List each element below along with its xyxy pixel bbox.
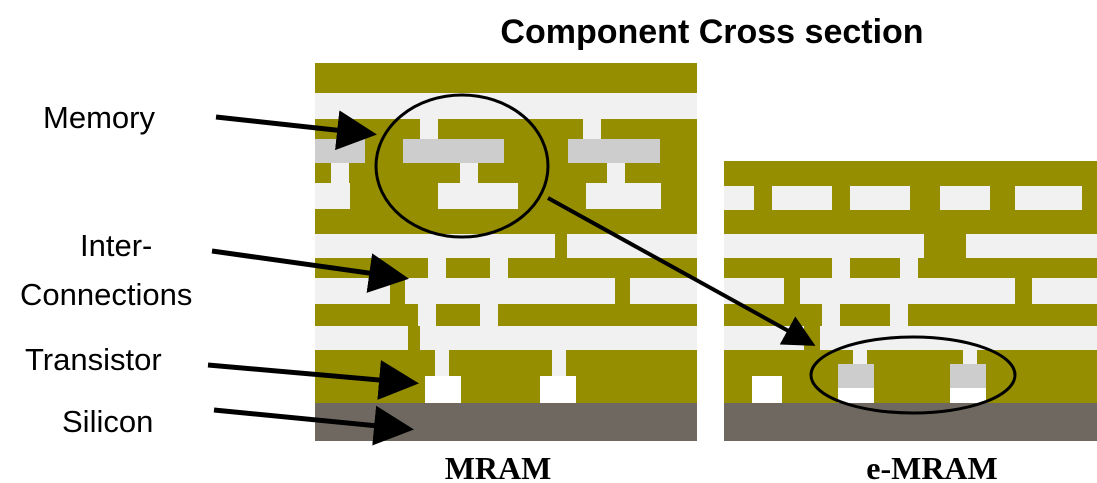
emram-interconnect (724, 326, 804, 350)
mram-via (418, 304, 436, 326)
interconnections-label-line2: Connections (20, 277, 192, 312)
emram-caption: e-MRAM (866, 450, 997, 483)
emram-interconnect (800, 278, 1015, 304)
mram-interconnect (315, 326, 408, 350)
silicon-label: Silicon (62, 404, 153, 439)
mram-via (490, 258, 508, 278)
mram-caption: MRAM (445, 450, 552, 483)
mram-transistor (425, 376, 461, 403)
emram-via (822, 304, 840, 326)
memory-highlight-ellipse (374, 93, 550, 239)
mram-via (331, 163, 349, 183)
mram-memory-cell (403, 139, 504, 163)
mram-via (552, 350, 566, 376)
emram-transistor (752, 376, 782, 403)
mram-interconnect (510, 326, 697, 350)
emram-via (890, 304, 908, 326)
emram-via (963, 350, 977, 364)
memory-to-emram-arrow (547, 196, 816, 346)
mram-via (583, 119, 601, 139)
emram-metal-pad (1015, 186, 1082, 210)
mram-via (607, 163, 625, 183)
emram-memory-cell (950, 364, 986, 388)
emram-silicon (724, 403, 1097, 441)
emram-via (832, 258, 850, 278)
emram-interconnect (724, 234, 924, 258)
emram-memory-cell (838, 364, 874, 388)
silicon-arrow (213, 405, 414, 446)
emram-interconnect (966, 234, 1097, 258)
mram-via (435, 350, 449, 376)
emram-transistor (838, 388, 874, 403)
mram-interconnect (315, 278, 390, 304)
transistor-label: Transistor (25, 342, 162, 377)
emram-metal-pad (940, 186, 990, 210)
emram-metal-pad (850, 186, 910, 210)
mram-memory-cell (568, 139, 660, 163)
mram-interconnect (420, 326, 522, 350)
emram-metal-pad (772, 186, 832, 210)
diagram-title: Component Cross section (500, 13, 923, 51)
emram-panel (724, 161, 1097, 441)
emram-via (853, 350, 867, 364)
mram-interconnect (405, 278, 615, 304)
mram-via (420, 119, 438, 139)
emram-transistor (950, 388, 986, 403)
emram-metal-pad (724, 186, 754, 210)
transistor-arrow (207, 360, 419, 400)
mram-silicon (315, 403, 697, 441)
interconnections-label-line1: Inter- (80, 228, 152, 263)
mram-transistor (540, 376, 576, 403)
mram-via (460, 163, 478, 183)
emram-interconnect (1032, 278, 1097, 304)
mram-metal-pad (438, 183, 518, 209)
emram-interconnect (820, 326, 1097, 350)
mram-via (480, 304, 498, 326)
mram-interconnect (630, 278, 697, 304)
mram-interconnect (315, 234, 555, 258)
mram-memory-cell (315, 139, 365, 163)
interconnections-arrow (211, 248, 409, 293)
memory-arrow (215, 110, 377, 151)
mram-metal-pad (586, 183, 661, 209)
emram-via (900, 258, 918, 278)
mram-via (428, 258, 446, 278)
memory-label: Memory (43, 100, 155, 135)
mram-panel (315, 63, 697, 441)
emram-highlight-ellipse (809, 335, 1017, 415)
mram-metal-pad (315, 183, 350, 209)
